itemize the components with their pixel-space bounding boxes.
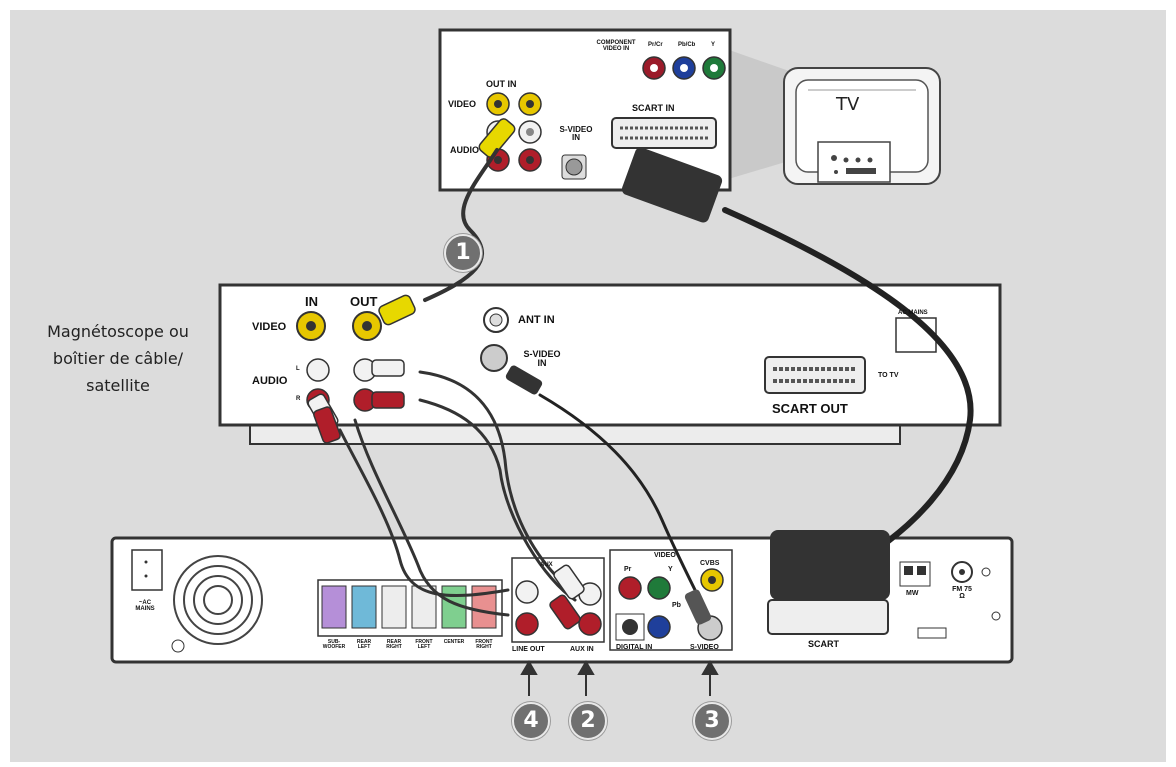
dvd-speaker-center-label: CENTER bbox=[443, 639, 465, 645]
step-4-badge: 4 bbox=[512, 702, 550, 740]
tv-pb-cb-label: Pb/Cb bbox=[678, 42, 696, 48]
vcr-out-label: OUT bbox=[350, 294, 378, 309]
dvd-line-out-label: LINE OUT bbox=[512, 646, 545, 653]
step-3-badge: 3 bbox=[693, 702, 731, 740]
dvd-aux-in-label: AUX IN bbox=[570, 646, 594, 653]
vcr-unit bbox=[218, 283, 1002, 445]
dvd-scart-label: SCART bbox=[808, 639, 839, 649]
vcr-scart-out-label: SCART OUT bbox=[772, 401, 848, 416]
vcr-caption: Magnétoscope ou boîtier de câble/ satell… bbox=[47, 322, 189, 395]
vcr-ac-mains-label: AC MAINS bbox=[898, 310, 928, 316]
dvd-speaker-rear-left-label: REAR LEFT bbox=[356, 639, 372, 650]
dvd-y-label: Y bbox=[668, 566, 673, 573]
dvd-ac-mains-label: ~AC MAINS bbox=[135, 600, 155, 612]
step-arrows bbox=[520, 660, 719, 696]
tv-video-label: VIDEO bbox=[448, 99, 477, 109]
dvd-digital-in-label: DIGITAL IN bbox=[616, 644, 653, 651]
vcr-audio-label: AUDIO bbox=[252, 375, 288, 387]
dvd-video-label: VIDEO bbox=[654, 552, 676, 559]
dvd-cvbs-label: CVBS bbox=[700, 560, 720, 567]
dvd-speaker-front-left-label: FRONT LEFT bbox=[415, 639, 433, 650]
step-2-badge: 2 bbox=[569, 702, 607, 740]
vcr-r-label: R bbox=[296, 396, 301, 402]
tv-scart-in-label: SCART IN bbox=[632, 103, 675, 113]
vcr-in-label: IN bbox=[305, 294, 318, 309]
tv-out-in-label: OUT IN bbox=[486, 79, 517, 89]
tv-component-video-in-label: COMPONENT VIDEO IN bbox=[596, 40, 636, 52]
vcr-to-tv-label: TO TV bbox=[878, 372, 899, 379]
dvd-speaker-front-right-label: FRONT RIGHT bbox=[475, 639, 493, 650]
tv-y-label: Y bbox=[711, 42, 716, 48]
step-1-badge: 1 bbox=[444, 234, 482, 272]
tv-pr-cr-label: Pr/Cr bbox=[648, 42, 663, 48]
dvd-pr-label: Pr bbox=[624, 566, 632, 573]
cables bbox=[307, 147, 974, 630]
dvd-pb-label: Pb bbox=[672, 602, 681, 609]
tv-audio-label: AUDIO bbox=[450, 145, 479, 155]
dvd-aux-label: AUX bbox=[540, 562, 553, 568]
vcr-l-label: L bbox=[296, 366, 300, 372]
tv-label: TV bbox=[836, 94, 860, 115]
vcr-ant-in-label: ANT IN bbox=[518, 314, 555, 326]
tv-illustration bbox=[715, 45, 941, 185]
dvd-fm-label: FM 75 Ω bbox=[952, 586, 972, 600]
vcr-video-label: VIDEO bbox=[252, 321, 287, 333]
dvd-mw-label: MW bbox=[906, 590, 919, 597]
dvd-speaker-rear-right-label: REAR RIGHT bbox=[386, 639, 402, 650]
dvd-svideo-label: S-VIDEO bbox=[690, 644, 719, 651]
vcr-svideo-in-label: S-VIDEO IN bbox=[523, 349, 561, 368]
dvd-speaker-subwoofer-label: SUB-WOOFER bbox=[322, 639, 346, 650]
tv-svideo-in-label: S-VIDEO IN bbox=[559, 125, 593, 142]
